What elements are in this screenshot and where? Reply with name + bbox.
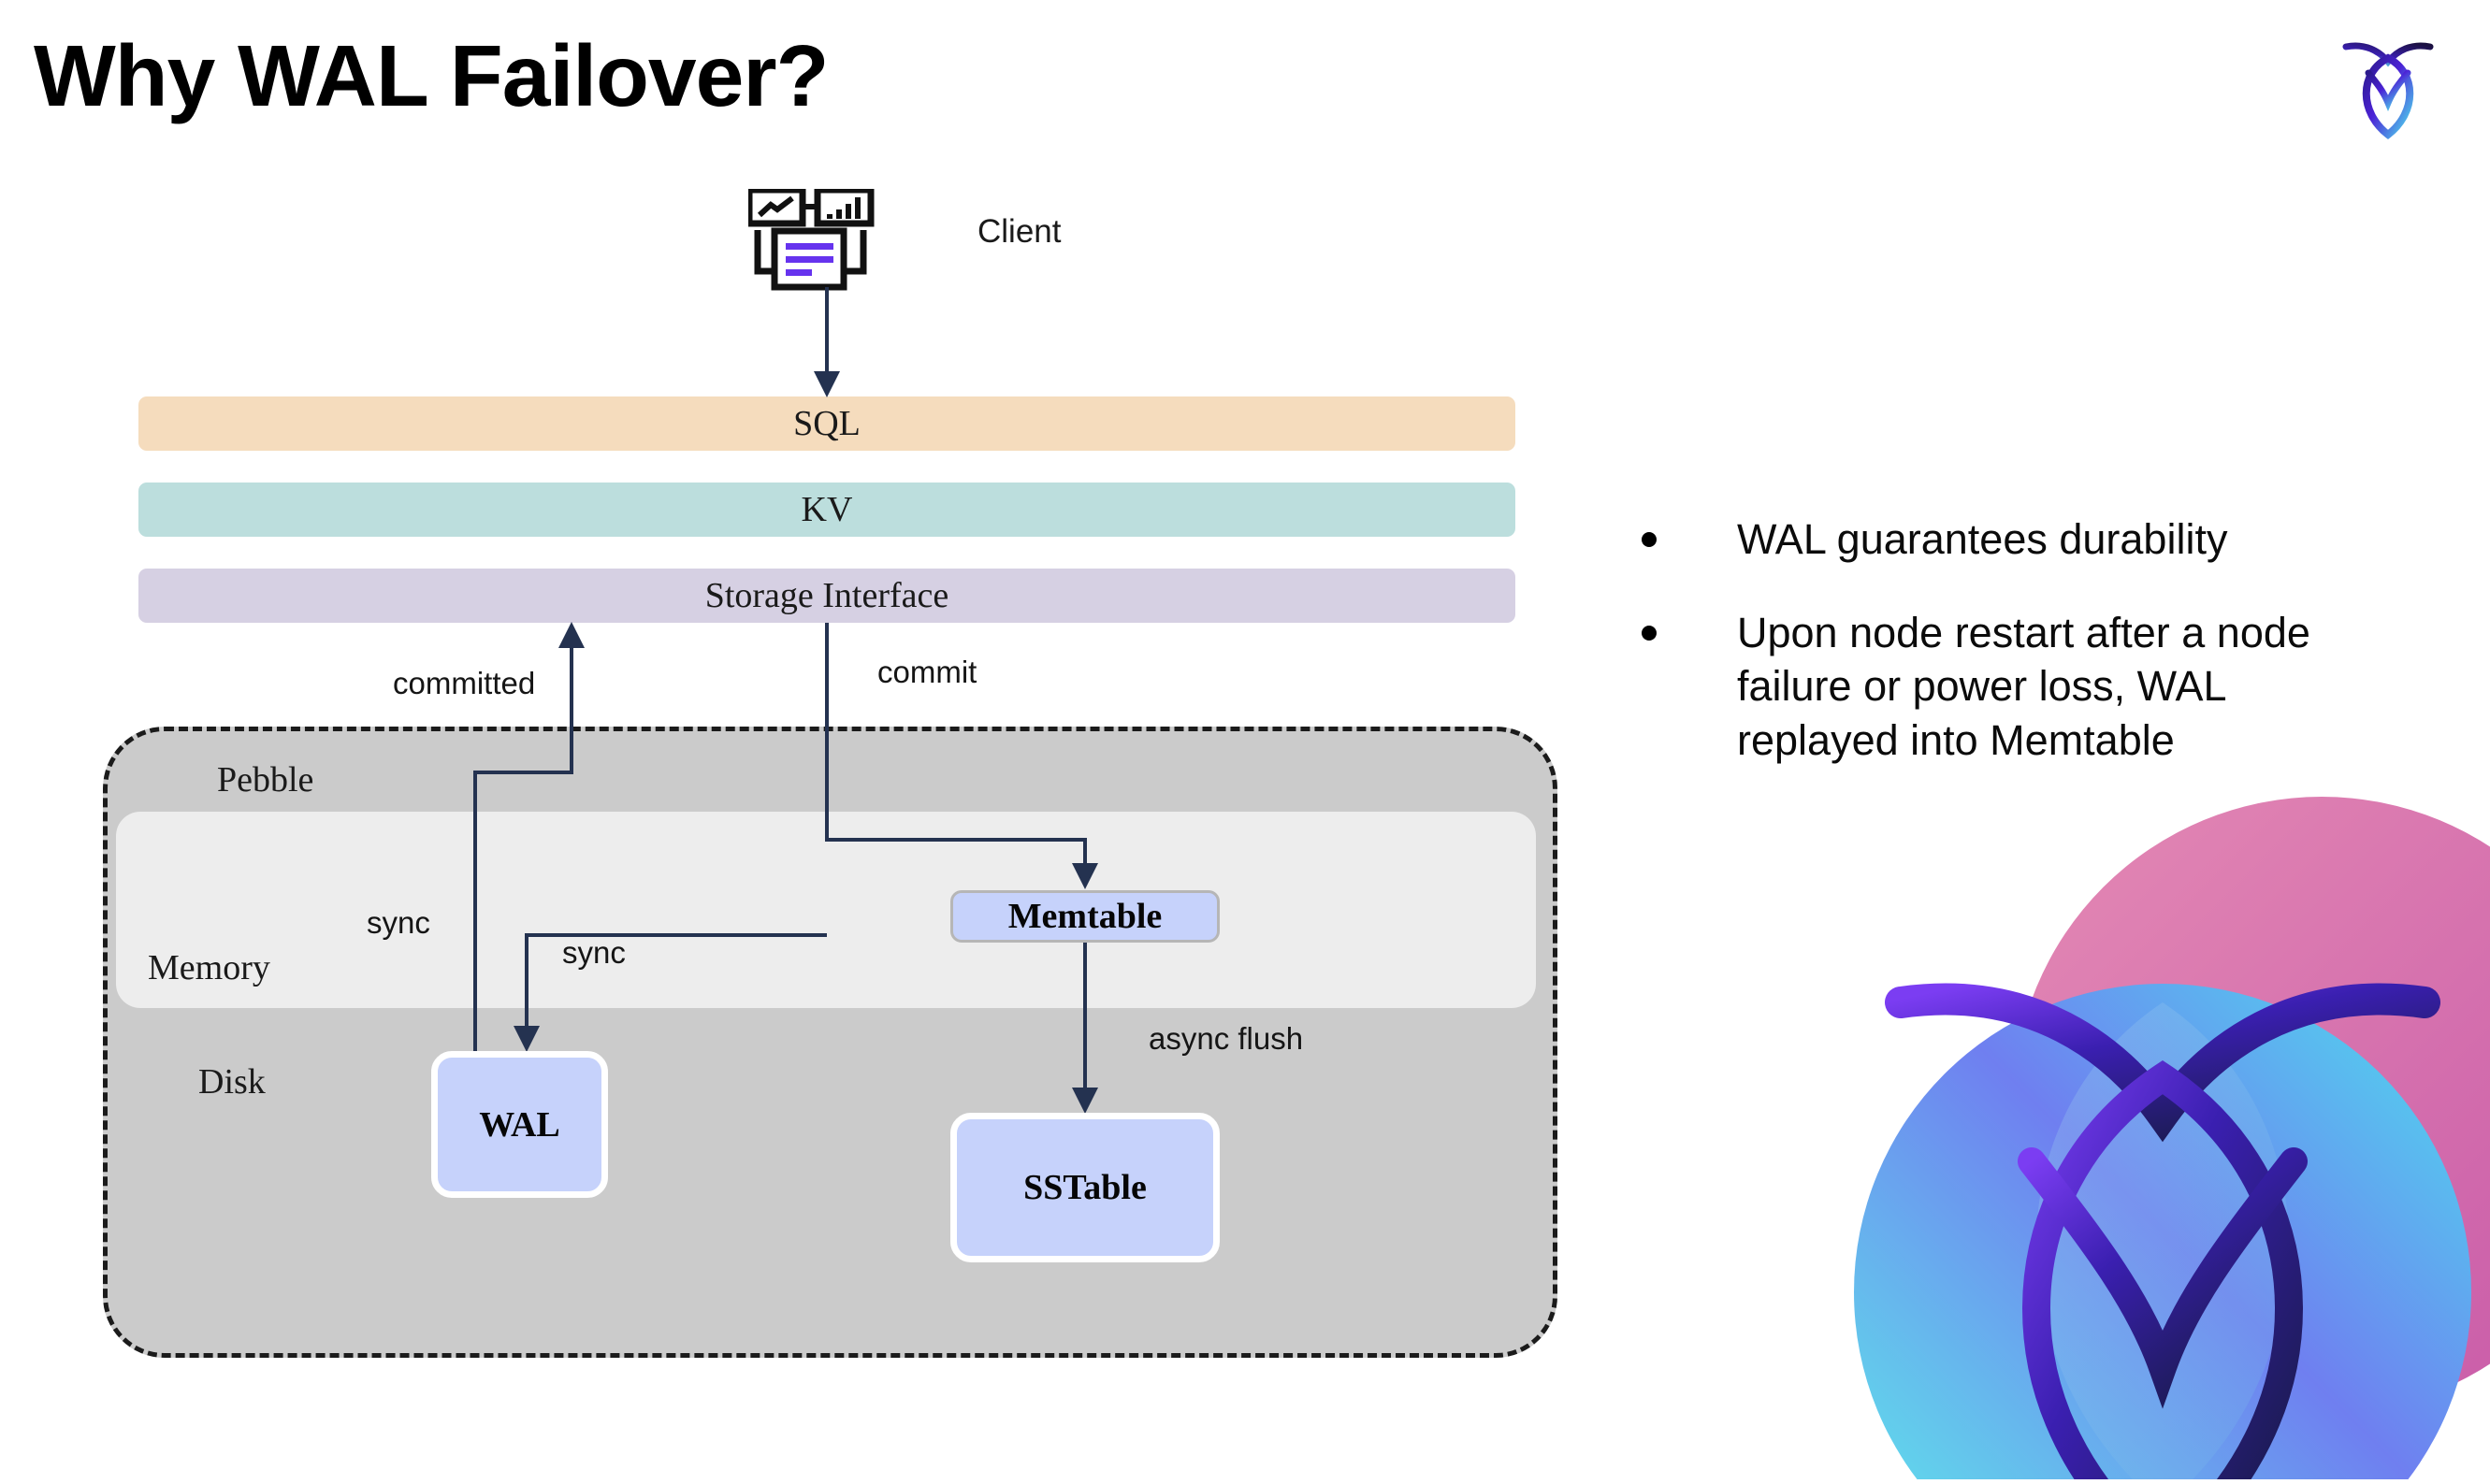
edge-label-commit: commit bbox=[877, 655, 977, 689]
client-label: Client bbox=[977, 213, 1062, 250]
node-memtable: Memtable bbox=[950, 890, 1220, 943]
memory-label: Memory bbox=[148, 948, 270, 987]
cockroachdb-logo-icon bbox=[2337, 30, 2439, 142]
edge-label-sync-left: sync bbox=[367, 905, 430, 940]
bullet-list: WAL guarantees durability Upon node rest… bbox=[1642, 512, 2390, 806]
layer-bar-sql: SQL bbox=[138, 396, 1515, 451]
bullet-dot-icon bbox=[1642, 625, 1657, 641]
layer-bar-storage-interface: Storage Interface bbox=[138, 569, 1515, 623]
cockroachdb-watermark-icon bbox=[1760, 769, 2490, 1484]
pebble-label: Pebble bbox=[217, 760, 314, 800]
bullet-dot-icon bbox=[1642, 532, 1657, 547]
list-item: WAL guarantees durability bbox=[1642, 512, 2390, 567]
client-dashboard-icon bbox=[746, 186, 898, 296]
bullet-text: Upon node restart after a node failure o… bbox=[1737, 608, 2310, 764]
node-sstable: SSTable bbox=[950, 1113, 1220, 1262]
bullet-text: WAL guarantees durability bbox=[1737, 515, 2228, 563]
page-title: Why WAL Failover? bbox=[34, 27, 829, 124]
layer-bar-kv: KV bbox=[138, 483, 1515, 537]
disk-label: Disk bbox=[198, 1062, 266, 1102]
memory-region bbox=[116, 812, 1536, 1008]
edge-label-committed: committed bbox=[393, 666, 536, 700]
list-item: Upon node restart after a node failure o… bbox=[1642, 606, 2390, 768]
edge-label-sync-right: sync bbox=[562, 935, 626, 970]
node-wal: WAL bbox=[431, 1051, 608, 1198]
edge-label-async-flush: async flush bbox=[1149, 1021, 1304, 1056]
